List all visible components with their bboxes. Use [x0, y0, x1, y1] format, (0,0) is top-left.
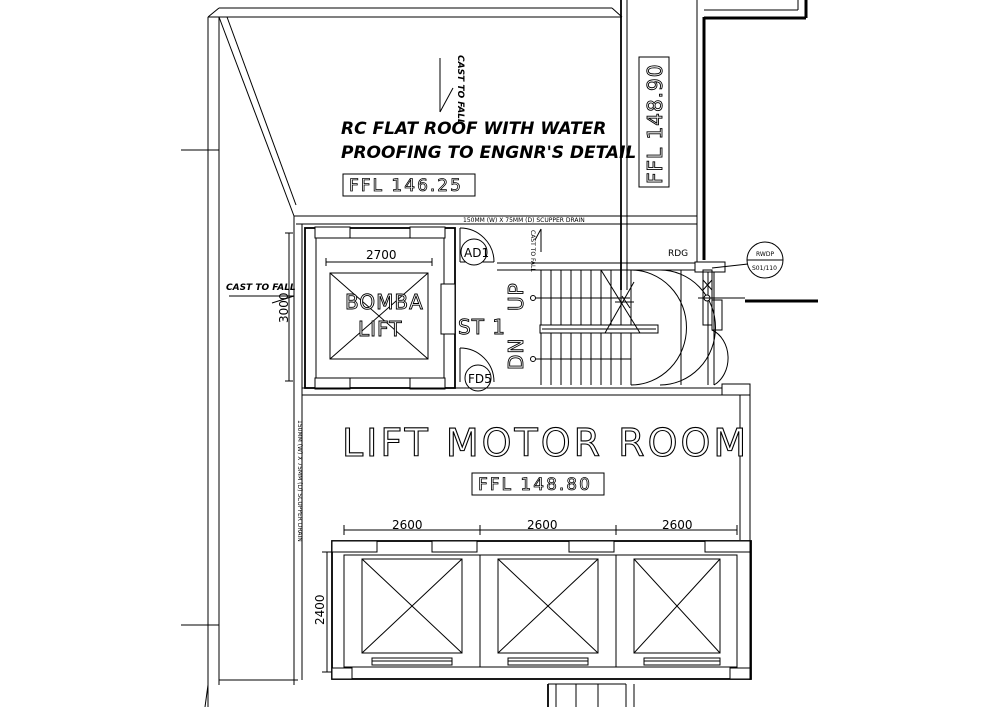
fd5-label: FD5 — [468, 372, 492, 386]
ffl-vertical-label: FFL 148.90 — [643, 64, 667, 185]
lift-car-1 — [361, 558, 463, 666]
stair-treads-upper — [540, 270, 632, 330]
stair-down-label: DN — [504, 338, 528, 370]
stair-label: ST 1 — [458, 315, 506, 339]
right-top-walls: FFL 148.90 — [620, 0, 808, 290]
lift-motor-room: 150MM (W) X 75MM (D) SCUPPER DRAIN LIFT … — [296, 383, 751, 680]
cast-to-fall-left: CAST TO FALL — [226, 283, 296, 304]
roof-ffl-box — [342, 173, 476, 197]
motor-room-title: LIFT MOTOR ROOM — [342, 421, 749, 465]
roof-ffl-label: FFL 146.25 — [349, 176, 463, 196]
motor-room-ffl-label: FFL 148.80 — [478, 475, 592, 495]
lift2-width-dim: 2600 — [527, 518, 558, 532]
ffl-vertical-box — [638, 56, 670, 188]
stair-up-label: UP — [504, 282, 528, 311]
ad1-tag — [460, 238, 488, 266]
scupper-side-label: 150MM (W) X 75MM (D) SCUPPER DRAIN — [296, 420, 303, 542]
bomba-depth-dim: 3000 — [277, 292, 291, 323]
stair-core: AD1 FD5 — [458, 227, 716, 392]
roof-note: CAST TO FALL RC FLAT ROOF WITH WATER PRO… — [341, 55, 636, 197]
core-walls: 150MM (W) X 75MM (D) SCUPPER DRAIN CAST … — [293, 215, 698, 685]
bomba-label-line1: BOMBA — [345, 290, 424, 314]
lift-depth-dim: 2400 — [313, 594, 327, 625]
fd5-tag — [464, 364, 492, 392]
lift3-width-dim: 2600 — [662, 518, 693, 532]
bomba-width-dim: 2700 — [366, 248, 397, 262]
cast-to-fall-left-label: CAST TO FALL — [226, 283, 296, 293]
scupper-top-label: 150MM (W) X 75MM (D) SCUPPER DRAIN — [463, 217, 585, 224]
motor-room-ffl-box — [471, 472, 605, 496]
lift-car-2 — [497, 558, 599, 666]
lift-bank: 2600 2600 2600 2400 — [313, 518, 752, 680]
ad1-label: AD1 — [464, 246, 489, 260]
bomba-label-line2: LIFT — [358, 317, 402, 341]
lift-car-3 — [633, 558, 721, 666]
bomba-lift: 2700 3000 BOMBA LIFT — [277, 226, 456, 390]
cast-to-fall-vertical: CAST TO FALL — [455, 55, 465, 125]
roof-note-line2: PROOFING TO ENGNR'S DETAIL — [341, 143, 636, 163]
roof-note-line1: RC FLAT ROOF WITH WATER — [341, 119, 606, 139]
outer-walls — [181, 7, 623, 707]
rdg-label: RDG — [668, 249, 688, 259]
rwdp-top-label: RWDP — [756, 251, 774, 258]
rwdp-bottom-label: S01/110 — [752, 265, 777, 272]
rainwater-downpipe: RDG RWDP S01/110 — [668, 241, 818, 386]
lift1-width-dim: 2600 — [392, 518, 423, 532]
bottom-stair-opening — [547, 683, 635, 707]
cast-to-fall-small: CAST TO FALL — [529, 230, 536, 272]
